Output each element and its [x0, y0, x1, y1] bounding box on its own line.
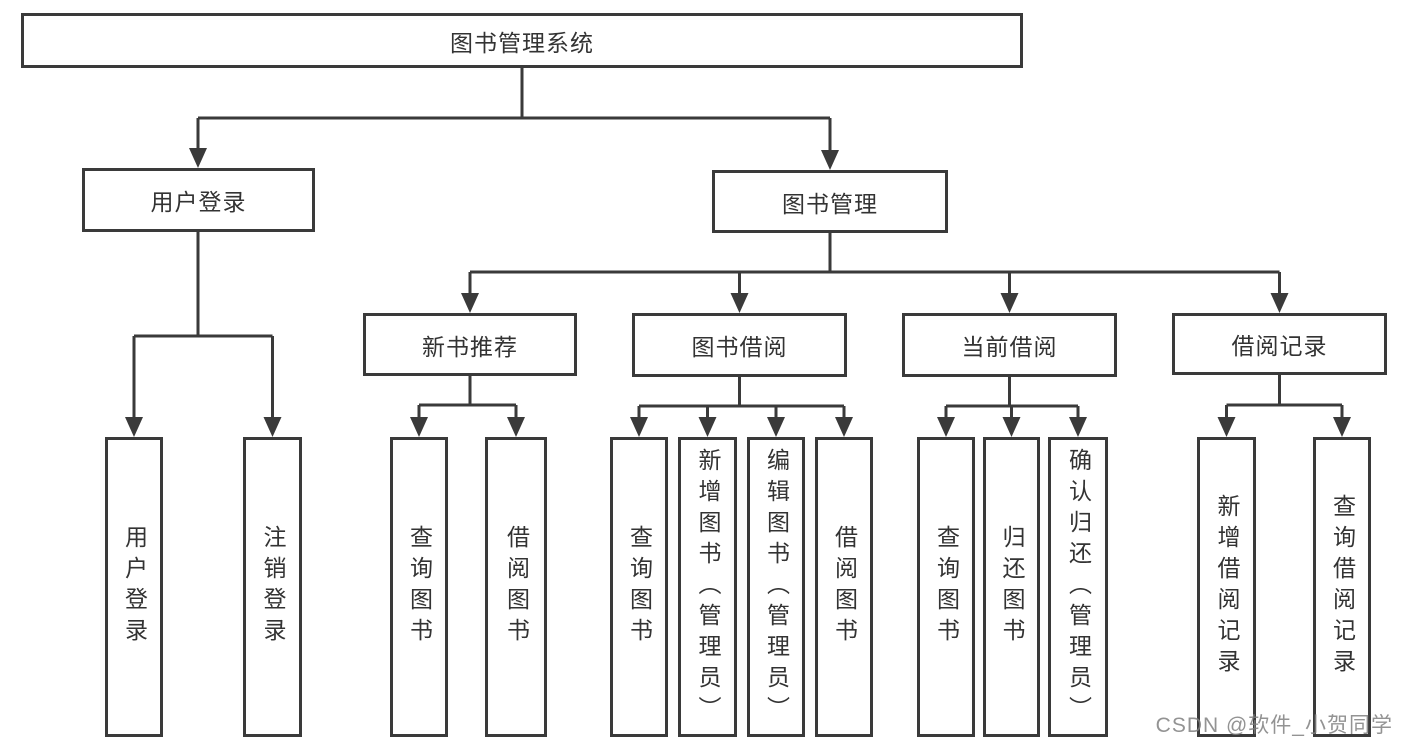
node-current-borrow-label: 当前借阅	[961, 334, 1058, 360]
leaf-borrow-book-label: 借阅图书	[831, 525, 858, 649]
leaf-confirm-return-admin-label: 确认归还（管理员）	[1065, 447, 1092, 727]
leaf-return-book-label: 归还图书	[999, 525, 1025, 649]
node-root-label: 图书管理系统	[450, 29, 594, 56]
leaf-borrow-book: 借阅图书	[815, 437, 873, 737]
leaf-borrow-book-recommend-label: 借阅图书	[503, 525, 530, 649]
connector-path	[132, 67, 1344, 423]
leaf-query-book-borrow: 查询图书	[610, 437, 668, 737]
node-borrow-records: 借阅记录	[1172, 313, 1387, 375]
leaf-edit-book-admin-label: 编辑图书（管理员）	[763, 447, 790, 727]
leaf-query-borrow-record: 查询借阅记录	[1313, 437, 1371, 737]
node-book-management-label: 图书管理	[782, 190, 878, 217]
node-user-login: 用户登录	[82, 168, 315, 232]
leaf-user-login: 用户登录	[105, 437, 163, 737]
leaf-logout: 注销登录	[243, 437, 302, 737]
leaf-logout-label: 注销登录	[260, 525, 286, 649]
leaf-query-book-borrow-label: 查询图书	[626, 525, 653, 649]
csdn-watermark: CSDN @软件_小贺同学	[1155, 714, 1393, 737]
leaf-query-borrow-record-label: 查询借阅记录	[1329, 494, 1356, 680]
leaf-confirm-return-admin: 确认归还（管理员）	[1048, 437, 1108, 737]
node-current-borrow: 当前借阅	[902, 313, 1117, 377]
leaf-user-login-label: 用户登录	[121, 525, 148, 649]
leaf-query-book-current: 查询图书	[917, 437, 975, 737]
node-borrow-records-label: 借阅记录	[1231, 333, 1328, 359]
leaf-add-borrow-record: 新增借阅记录	[1197, 437, 1256, 737]
leaf-add-book-admin-label: 新增图书（管理员）	[695, 447, 721, 727]
node-book-borrow-label: 图书借阅	[691, 334, 788, 360]
node-book-borrow: 图书借阅	[632, 313, 847, 377]
node-root-system: 图书管理系统	[21, 13, 1023, 68]
leaf-add-borrow-record-label: 新增借阅记录	[1214, 494, 1240, 680]
leaf-add-book-admin: 新增图书（管理员）	[678, 437, 737, 737]
leaf-return-book: 归还图书	[983, 437, 1040, 737]
leaf-edit-book-admin: 编辑图书（管理员）	[747, 437, 805, 737]
leaf-query-book-recommend: 查询图书	[390, 437, 448, 737]
node-book-management: 图书管理	[712, 170, 948, 233]
node-user-login-label: 用户登录	[150, 189, 247, 215]
leaf-borrow-book-recommend: 借阅图书	[485, 437, 547, 737]
node-new-book-recommend: 新书推荐	[363, 313, 577, 376]
leaf-query-book-recommend-label: 查询图书	[406, 525, 433, 649]
leaf-query-book-current-label: 查询图书	[933, 525, 960, 649]
node-new-book-recommend-label: 新书推荐	[422, 333, 518, 360]
